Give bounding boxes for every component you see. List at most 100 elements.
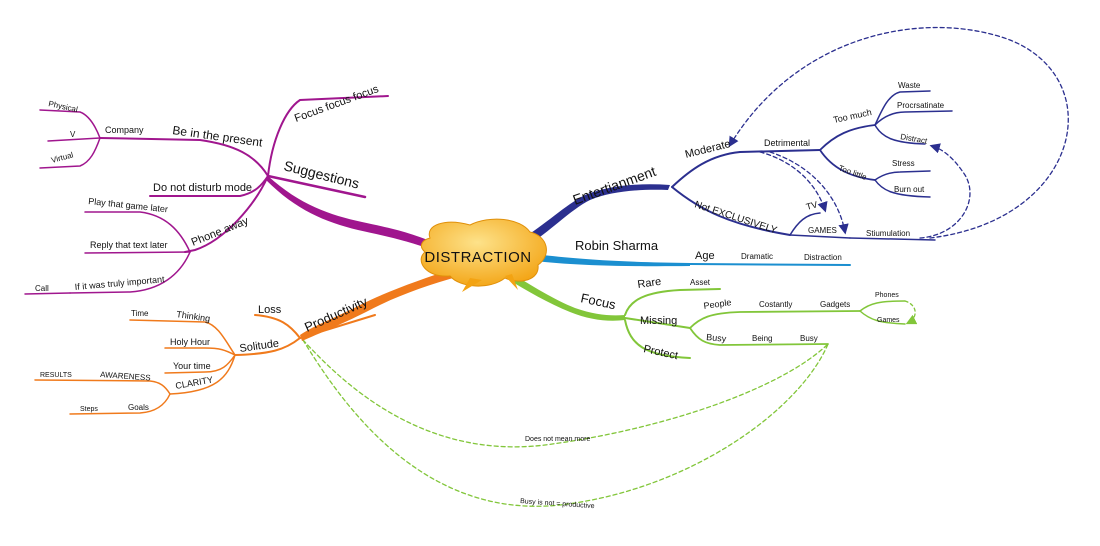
- node-busy[interactable]: Busy: [706, 332, 727, 344]
- node-clarity[interactable]: CLARITY: [175, 375, 214, 391]
- robin-main-stem: [525, 253, 690, 267]
- dashed-arrow-big-loop: [728, 26, 1069, 239]
- node-your-time[interactable]: Your time: [173, 361, 211, 371]
- link-stress: [874, 170, 931, 181]
- node-rare[interactable]: Rare: [637, 276, 662, 291]
- link-burn-out: [874, 179, 931, 198]
- link-detrimental: [739, 149, 821, 153]
- node-distraction-leaf[interactable]: Distraction: [804, 253, 842, 262]
- node-physical[interactable]: Physical: [48, 99, 79, 114]
- node-robin-sharma[interactable]: Robin Sharma: [575, 238, 659, 253]
- node-be-in-the-present[interactable]: Be in the present: [172, 123, 264, 150]
- node-games[interactable]: GAMES: [808, 226, 837, 235]
- node-games-focus[interactable]: Games: [877, 317, 900, 324]
- node-focus-focus-focus[interactable]: Focus focus focus: [293, 83, 381, 125]
- link-holy-hour: [164, 347, 236, 356]
- node-results[interactable]: RESULTS: [40, 372, 72, 379]
- node-stimulation[interactable]: Stiumulation: [866, 229, 910, 238]
- dashed-link-busy-not-productive: [302, 339, 829, 507]
- node-goals[interactable]: Goals: [128, 403, 149, 412]
- node-tv[interactable]: TV: [805, 199, 819, 212]
- node-holy-hour[interactable]: Holy Hour: [170, 337, 210, 347]
- entertainment-main-stem: [520, 184, 670, 247]
- link-distract: [874, 124, 926, 145]
- link-too-much: [819, 124, 876, 151]
- node-company[interactable]: Company: [105, 125, 144, 135]
- link-if-important: [69, 251, 191, 294]
- suggestions-underline: [266, 174, 367, 199]
- node-loss[interactable]: Loss: [258, 304, 282, 316]
- node-not-exclusively[interactable]: Not EXCLUSIVELY: [693, 199, 778, 236]
- link-virtual: [39, 137, 101, 169]
- dashed-arrow-phones-games: [904, 300, 918, 325]
- node-being[interactable]: Being: [752, 334, 772, 343]
- link-present: [99, 137, 269, 177]
- node-virtual[interactable]: Virtual: [50, 150, 74, 165]
- link-age: [689, 263, 851, 266]
- central-label: DISTRACTION: [424, 249, 531, 266]
- link-physical: [39, 109, 101, 139]
- link-phones: [859, 300, 906, 312]
- link-people: [689, 310, 861, 329]
- branch-focus: [302, 272, 918, 507]
- node-costantly[interactable]: Costantly: [759, 300, 792, 309]
- node-phones[interactable]: Phones: [875, 292, 899, 299]
- node-v[interactable]: V: [70, 130, 76, 139]
- node-detrimental[interactable]: Detrimental: [764, 138, 810, 148]
- link-clarity: [169, 354, 236, 395]
- node-protect[interactable]: Protect: [642, 343, 679, 362]
- node-missing[interactable]: Missing: [640, 315, 677, 327]
- node-thinking[interactable]: Thinking: [176, 309, 211, 324]
- link-protect: [624, 319, 691, 359]
- node-people[interactable]: People: [703, 297, 732, 311]
- link-busy: [689, 327, 829, 346]
- link-tv: [789, 212, 821, 236]
- node-too-much[interactable]: Too much: [832, 107, 872, 125]
- node-solitude[interactable]: Solitude: [239, 338, 280, 355]
- dashed-link-does-not-mean-more: [302, 339, 829, 448]
- node-awareness[interactable]: AWARENESS: [100, 370, 151, 383]
- crosslink-busy-not-productive: Busy is not = productive: [520, 498, 595, 510]
- link-goals: [69, 393, 171, 415]
- dashed-arrow-distract-loop: [919, 143, 971, 239]
- node-waste[interactable]: Waste: [898, 81, 921, 90]
- crosslink-does-not-mean-more: Does not mean more: [525, 436, 590, 443]
- node-time[interactable]: Time: [131, 309, 149, 318]
- dashed-arrow-to-games: [769, 151, 849, 235]
- node-burn-out[interactable]: Burn out: [894, 185, 925, 194]
- branch-productivity: [34, 268, 460, 415]
- node-too-little[interactable]: Too little: [837, 163, 868, 182]
- central-node[interactable]: DISTRACTION: [420, 218, 547, 292]
- node-busy-leaf[interactable]: Busy: [800, 334, 818, 343]
- branch-suggestions: [24, 95, 440, 295]
- node-age[interactable]: Age: [695, 250, 715, 262]
- node-dramatic[interactable]: Dramatic: [741, 252, 773, 261]
- node-do-not-disturb[interactable]: Do not disturb mode: [153, 182, 252, 194]
- link-rare: [624, 288, 721, 316]
- central-cloud-back: [420, 218, 547, 287]
- node-gadgets[interactable]: Gadgets: [820, 300, 850, 309]
- node-asset[interactable]: Asset: [690, 278, 711, 287]
- node-phone-away[interactable]: Phone away: [190, 215, 251, 249]
- central-cloud-tail: [462, 278, 482, 292]
- node-if-important[interactable]: If it was truly important: [74, 274, 165, 292]
- suggestions-main-stem: [266, 176, 440, 251]
- link-v: [47, 137, 101, 142]
- link-procrastinate: [874, 110, 953, 126]
- node-procrastinate[interactable]: Procrsatinate: [897, 101, 945, 110]
- node-reply-later[interactable]: Reply that text later: [90, 240, 168, 250]
- branch-robin-sharma: [525, 253, 851, 267]
- node-focus[interactable]: Focus: [579, 290, 617, 312]
- link-focus-focus: [267, 95, 389, 177]
- central-cloud-tail-2: [505, 274, 518, 290]
- link-play-later: [84, 211, 191, 253]
- node-call[interactable]: Call: [35, 284, 49, 293]
- node-stress[interactable]: Stress: [892, 159, 915, 168]
- link-too-little: [819, 149, 876, 181]
- link-loss: [254, 314, 301, 339]
- link-waste: [874, 90, 931, 126]
- node-moderate[interactable]: Moderate: [684, 138, 732, 161]
- link-games: [789, 234, 851, 239]
- node-steps[interactable]: Steps: [80, 406, 98, 413]
